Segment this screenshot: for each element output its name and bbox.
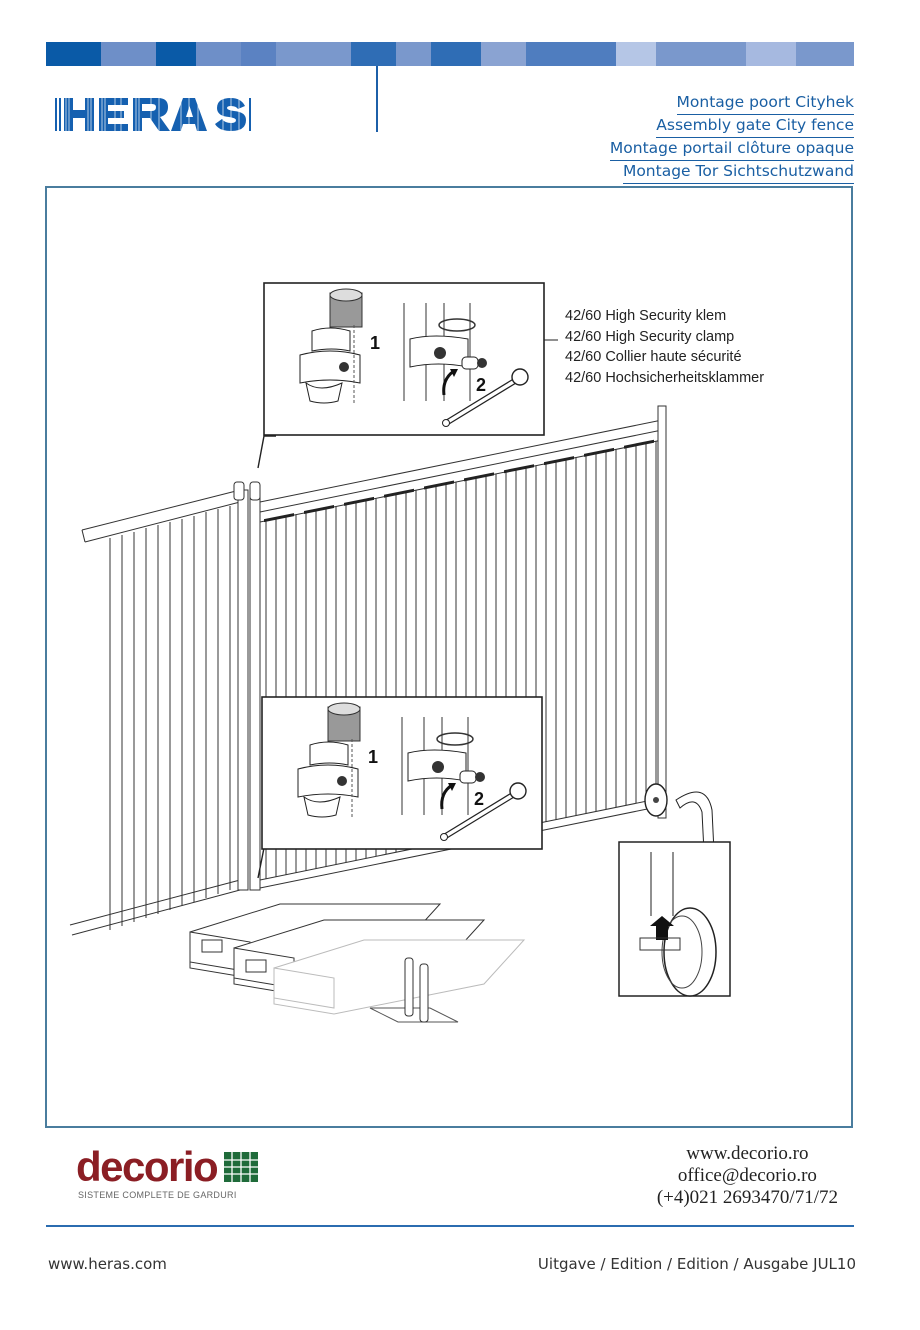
decorio-wordmark: decorio (76, 1143, 219, 1190)
decorio-tagline: SISTEME COMPLETE DE GARDURI (78, 1190, 237, 1200)
dealer-email-link[interactable]: office@decorio.ro (677, 1165, 817, 1186)
edition-text: Uitgave / Edition / Edition / Ausgabe JU… (537, 1255, 856, 1273)
band-segment (101, 42, 156, 66)
band-segment (796, 42, 854, 66)
band-segment (746, 42, 796, 66)
heras-logo (55, 96, 253, 133)
title-de: Montage Tor Sichtschutzwand (622, 161, 854, 184)
header-divider (376, 66, 378, 132)
label-de: 42/60 Hochsicherheitsklammer (565, 369, 765, 386)
header-color-band (46, 42, 854, 66)
band-segment (196, 42, 241, 66)
band-segment (616, 42, 656, 66)
illustration-frame (45, 186, 853, 1128)
band-segment (46, 42, 101, 66)
band-segment (481, 42, 526, 66)
title-en: Assembly gate City fence (656, 115, 854, 138)
band-segment (351, 42, 396, 66)
band-segment (156, 42, 196, 66)
dealer-phone: (+4)021 2693470/71/72 (656, 1187, 838, 1208)
band-segment (431, 42, 481, 66)
title-fr: Montage portail clôture opaque (609, 138, 854, 161)
heras-website-link[interactable]: www.heras.com (48, 1255, 167, 1273)
band-segment (276, 42, 351, 66)
title-nl: Montage poort Cityhek (676, 92, 854, 115)
dealer-website-link[interactable]: www.decorio.ro (686, 1143, 809, 1164)
label-nl: 42/60 High Security klem (565, 308, 727, 324)
band-segment (396, 42, 431, 66)
band-segment (656, 42, 746, 66)
clamp-label-list: 42/60 High Security klem 42/60 High Secu… (565, 306, 764, 388)
fence-grid-icon (224, 1152, 259, 1182)
footer-divider (46, 1225, 854, 1227)
dealer-contact: www.decorio.ro office@decorio.ro (+4)021… (657, 1143, 838, 1209)
label-fr: 42/60 Collier haute sécurité (565, 349, 742, 365)
label-en: 42/60 High Security clamp (565, 328, 735, 345)
band-segment (241, 42, 276, 66)
decorio-logo: decorio SISTEME COMPLETE DE GARDURI (76, 1143, 259, 1200)
band-segment (526, 42, 616, 66)
document-titles: Montage poort Cityhek Assembly gate City… (609, 92, 854, 184)
